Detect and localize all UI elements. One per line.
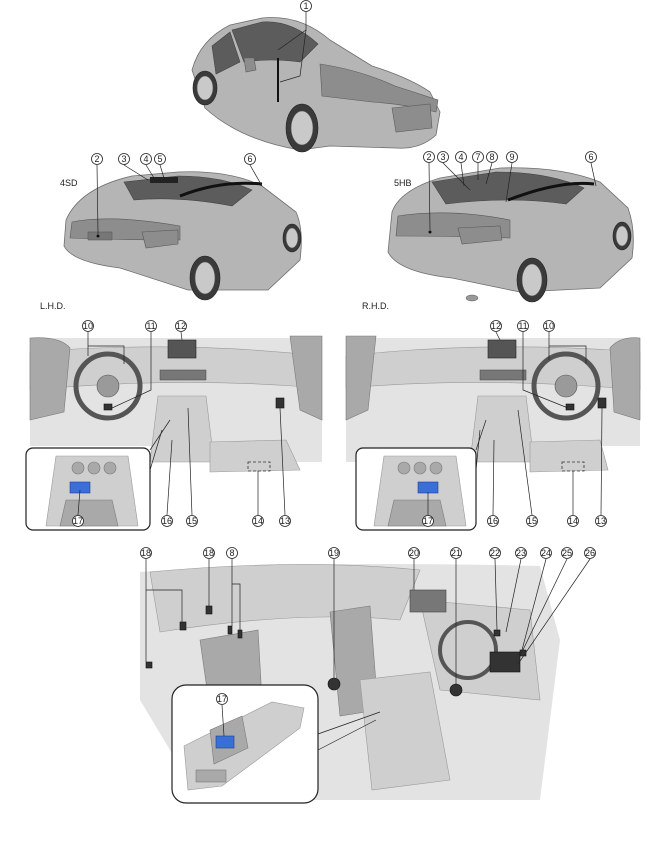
rhd-dashboard-illustration	[345, 335, 641, 473]
svg-text:6: 6	[588, 152, 593, 162]
svg-text:2: 2	[94, 154, 99, 164]
svg-text:4: 4	[458, 152, 463, 162]
lhd-label: L.H.D.	[40, 301, 66, 311]
svg-text:14: 14	[253, 516, 263, 526]
svg-text:8: 8	[229, 548, 234, 558]
svg-text:17: 17	[73, 516, 83, 526]
svg-text:12: 12	[176, 321, 186, 331]
svg-text:15: 15	[187, 516, 197, 526]
svg-text:23: 23	[516, 548, 526, 558]
rhd-inset	[355, 419, 487, 531]
svg-text:18: 18	[204, 548, 214, 558]
svg-text:25: 25	[562, 548, 572, 558]
svg-text:7: 7	[475, 152, 480, 162]
svg-text:13: 13	[596, 516, 606, 526]
svg-text:13: 13	[280, 516, 290, 526]
svg-text:10: 10	[83, 321, 93, 331]
svg-text:20: 20	[409, 548, 419, 558]
svg-text:16: 16	[162, 516, 172, 526]
svg-text:22: 22	[490, 548, 500, 558]
svg-text:9: 9	[509, 152, 514, 162]
svg-text:6: 6	[247, 154, 252, 164]
cabin-illustration	[140, 564, 560, 800]
svg-text:2: 2	[426, 152, 431, 162]
lhd-callouts: 10 11 12 13 14 15 16 17	[72, 320, 291, 527]
cabin-inset	[171, 684, 381, 804]
svg-text:15: 15	[527, 516, 537, 526]
svg-text:11: 11	[518, 321, 527, 331]
callout-1: 1	[277, 0, 312, 83]
svg-text:17: 17	[423, 516, 433, 526]
svg-text:21: 21	[451, 548, 461, 558]
svg-text:26: 26	[585, 548, 595, 558]
hatch-illustration	[387, 167, 634, 303]
svg-text:17: 17	[217, 694, 227, 704]
cabin-callouts: 18 18 8 19 20 21 22 23 24 25 26 17	[140, 547, 596, 737]
svg-text:10: 10	[544, 321, 554, 331]
svg-text:18: 18	[141, 548, 151, 558]
svg-text:14: 14	[568, 516, 578, 526]
svg-text:19: 19	[329, 548, 339, 558]
svg-text:16: 16	[488, 516, 498, 526]
svg-text:3: 3	[121, 154, 126, 164]
sedan-label: 4SD	[60, 178, 78, 188]
svg-text:3: 3	[440, 152, 445, 162]
svg-text:11: 11	[146, 321, 155, 331]
svg-text:4: 4	[143, 154, 148, 164]
svg-text:1: 1	[303, 1, 308, 11]
svg-text:24: 24	[541, 548, 551, 558]
sedan-illustration	[63, 171, 302, 301]
sedan-callouts: 2 3 4 5 6	[91, 153, 263, 235]
lhd-dashboard-illustration	[29, 335, 323, 473]
svg-text:8: 8	[489, 152, 494, 162]
hatch-label: 5HB	[394, 178, 412, 188]
rhd-callouts: 12 11 10 13 14 15 16 17	[422, 320, 607, 527]
svg-text:5: 5	[157, 154, 162, 164]
rhd-label: R.H.D.	[362, 301, 389, 311]
hatch-callouts: 2 3 4 7 8 9 6	[423, 151, 597, 231]
svg-text:12: 12	[491, 321, 501, 331]
top-car-illustration	[191, 17, 441, 153]
